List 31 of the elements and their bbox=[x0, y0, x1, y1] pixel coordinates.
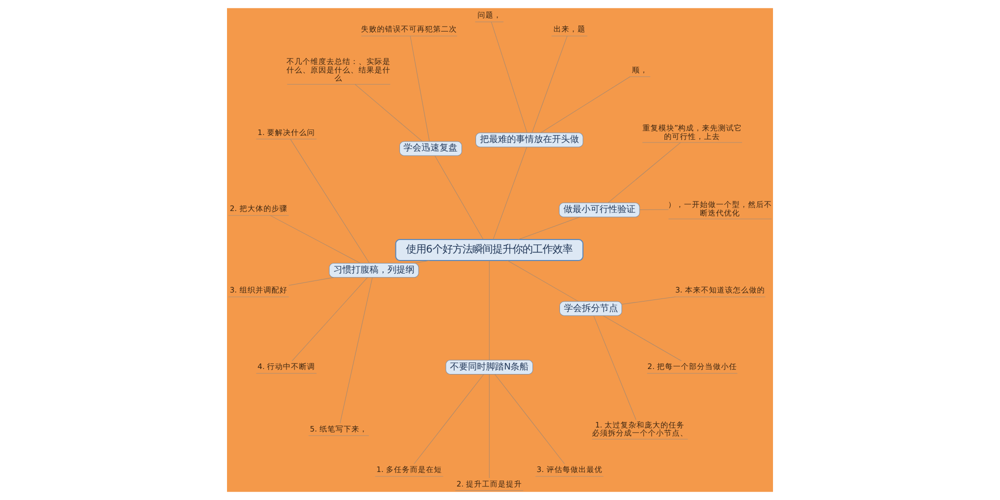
connector bbox=[622, 296, 676, 305]
connector bbox=[492, 146, 528, 240]
connector bbox=[410, 36, 430, 142]
connector bbox=[593, 315, 636, 420]
connector bbox=[292, 277, 368, 362]
connector bbox=[434, 155, 484, 240]
connector bbox=[507, 260, 579, 302]
connector bbox=[608, 142, 681, 204]
connector bbox=[489, 260, 490, 360]
connector bbox=[354, 84, 422, 142]
connector bbox=[639, 209, 669, 210]
node-box: 习惯打腹稿，列提纲 bbox=[329, 263, 419, 278]
connector bbox=[290, 138, 370, 264]
connector bbox=[414, 260, 430, 264]
connector bbox=[494, 374, 565, 464]
node-box: 做最小可行性验证 bbox=[558, 202, 640, 218]
connector bbox=[340, 277, 373, 424]
node-box: 学会拆分节点 bbox=[559, 301, 622, 316]
connector bbox=[270, 215, 361, 264]
connector bbox=[540, 76, 630, 134]
connector bbox=[532, 36, 568, 133]
connector bbox=[489, 374, 490, 478]
node-box: 把最难的事情放在开头做 bbox=[476, 132, 584, 148]
connector bbox=[414, 374, 484, 464]
connector bbox=[491, 22, 528, 134]
connector bbox=[288, 277, 334, 286]
node-box: 使用6个好方法瞬间提升你的工作效率 bbox=[395, 238, 584, 262]
node-box: 不要同时脚踏N条船 bbox=[446, 360, 534, 374]
connector bbox=[602, 315, 682, 362]
node-box: 学会迅速复盘 bbox=[399, 141, 462, 156]
connector bbox=[518, 216, 580, 240]
